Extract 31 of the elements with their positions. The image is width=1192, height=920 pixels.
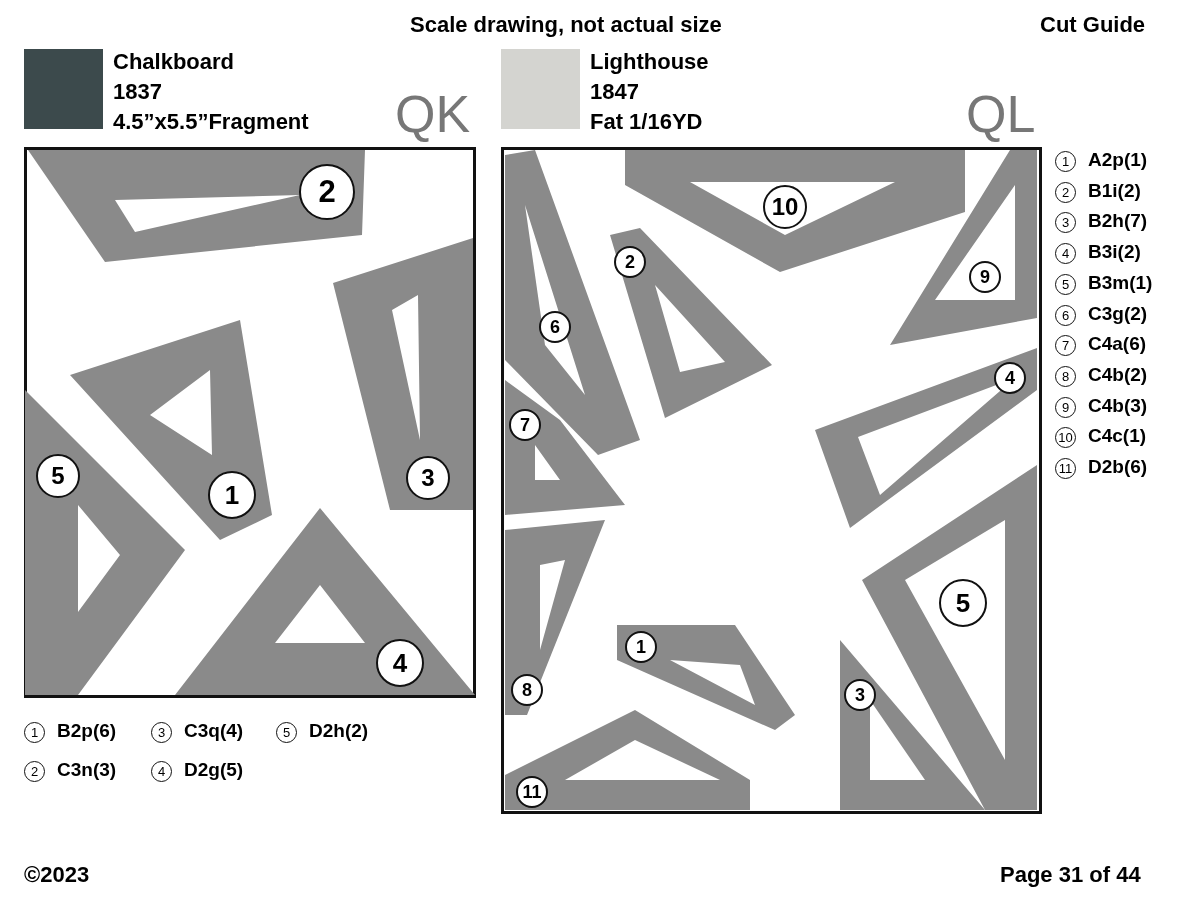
fabric-amount: 4.5”x5.5”Fragment bbox=[113, 109, 309, 136]
piece-code: C4b(3) bbox=[1088, 394, 1148, 417]
piece-code: D2h(2) bbox=[309, 720, 369, 742]
page-number: Page 31 of 44 bbox=[1000, 862, 1141, 889]
piece-code: B1i(2) bbox=[1088, 179, 1141, 202]
piece-code: B2h(7) bbox=[1088, 210, 1148, 233]
piece-number: 10 bbox=[763, 185, 807, 229]
fabric-name: Chalkboard bbox=[113, 49, 235, 76]
piece-number: 9 bbox=[969, 261, 1001, 293]
piece-code: C4c(1) bbox=[1088, 425, 1147, 448]
piece-code: D2b(6) bbox=[1088, 456, 1148, 478]
piece-code: C3n(3) bbox=[57, 759, 117, 781]
panel-heading: QL bbox=[966, 88, 1036, 140]
piece-code: C3q(4) bbox=[184, 720, 244, 742]
piece-code: D2g(5) bbox=[184, 759, 244, 781]
piece-code: B3i(2) bbox=[1088, 241, 1141, 264]
copyright-note: ©2023 bbox=[24, 862, 90, 889]
page-heading: Cut Guide bbox=[1040, 12, 1146, 39]
fabric-number: 1837 bbox=[113, 79, 162, 106]
piece-code: C3g(2) bbox=[1088, 302, 1148, 325]
fabric-name: Lighthouse bbox=[590, 49, 709, 76]
piece-code: B2p(6) bbox=[57, 720, 117, 742]
fabric-amount: Fat 1/16YD bbox=[590, 109, 703, 136]
piece-code: A2p(1) bbox=[1088, 149, 1148, 171]
drawing-note: Scale drawing, not actual size bbox=[410, 12, 722, 39]
piece-number: 5 bbox=[939, 579, 987, 627]
piece-code: B3m(1) bbox=[1088, 271, 1153, 294]
fabric-number: 1847 bbox=[590, 79, 639, 106]
panel-heading: QK bbox=[395, 88, 471, 140]
piece-code: C4b(2) bbox=[1088, 363, 1148, 386]
piece-code: C4a(6) bbox=[1088, 333, 1147, 356]
